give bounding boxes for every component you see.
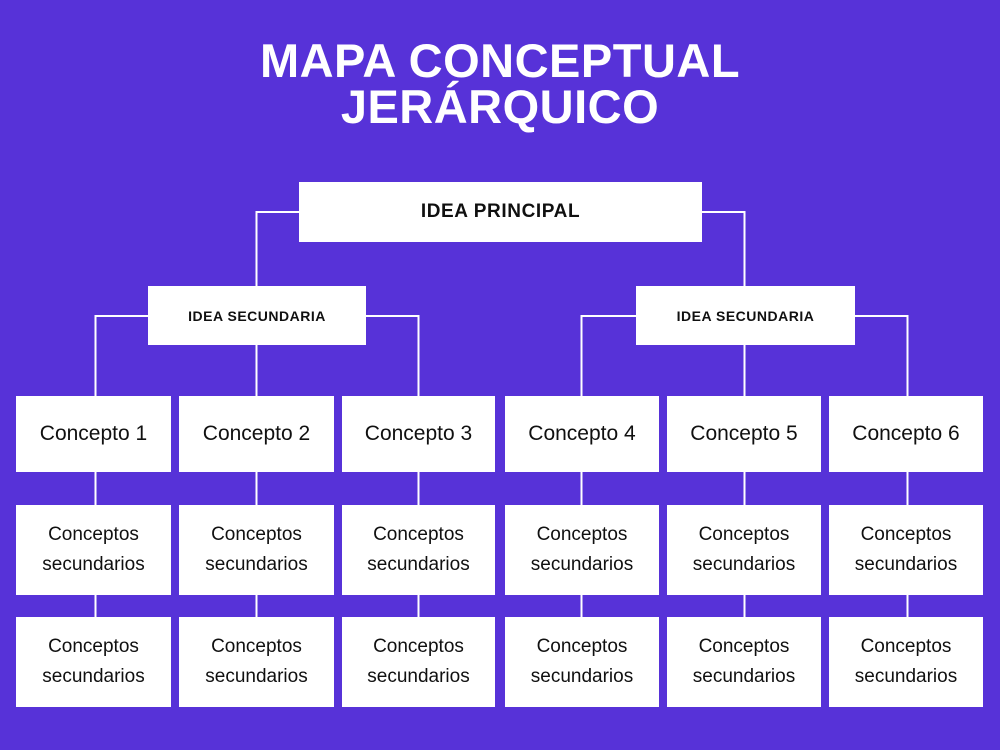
node-sub2-col-1-line-2: secundarios [42,666,145,687]
node-sub1-col-3-line-2: secundarios [367,554,470,575]
node-sub2-col-6[interactable]: Conceptos secundarios [829,617,983,707]
node-sub2-col-1[interactable]: Conceptos secundarios [16,617,171,707]
link-secondary-right-to-concepto-4 [580,314,636,396]
page-title-line-1: MAPA CONCEPTUAL [259,34,741,87]
node-idea-principal[interactable]: IDEA PRINCIPAL [299,182,702,242]
node-concepto-3[interactable]: Concepto 3 [342,396,495,472]
node-sub1-col-1[interactable]: Conceptos secundarios [16,505,171,595]
node-sub2-col-2-line-1: Conceptos [211,636,302,657]
node-sub2-col-4-line-1: Conceptos [536,636,628,657]
node-concepto-5-label: Concepto 5 [690,422,798,445]
node-sub1-col-4-line-2: secundarios [530,554,634,575]
node-sub2-col-5-line-2: secundarios [692,666,796,687]
node-concepto-6-label: Concepto 6 [852,422,960,445]
node-sub1-col-5-line-2: secundarios [692,554,796,575]
node-sub1-col-1-line-2: secundarios [42,554,145,575]
node-sub1-col-2[interactable]: Conceptos secundarios [179,505,334,595]
link-root-to-secondary-left [255,210,299,286]
node-sub2-col-6-line-2: secundarios [854,666,958,687]
node-sub2-col-4-line-2: secundarios [530,666,634,687]
node-sub2-col-1-line-1: Conceptos [48,636,139,657]
node-sub2-col-4[interactable]: Conceptos secundarios [505,617,659,707]
node-concepto-1[interactable]: Concepto 1 [16,396,171,472]
node-sub2-col-6-line-1: Conceptos [860,636,952,657]
node-idea-secundaria-right-label: IDEA SECUNDARIA [676,307,815,324]
node-idea-principal-label: IDEA PRINCIPAL [420,201,581,222]
link-secondary-left-to-concepto-3 [366,314,420,396]
node-sub2-col-5[interactable]: Conceptos secundarios [667,617,821,707]
node-concepto-6[interactable]: Concepto 6 [829,396,983,472]
node-sub2-col-5-line-1: Conceptos [698,636,790,657]
node-concepto-4-label: Concepto 4 [528,422,636,445]
node-concepto-2-label: Concepto 2 [202,422,311,445]
node-idea-secundaria-right[interactable]: IDEA SECUNDARIA [636,286,855,345]
node-sub1-col-2-line-1: Conceptos [211,524,302,545]
node-concepto-4[interactable]: Concepto 4 [505,396,659,472]
link-root-to-secondary-right [702,210,746,286]
node-sub1-col-5[interactable]: Conceptos secundarios [667,505,821,595]
node-sub1-col-2-line-2: secundarios [205,554,308,575]
page-title-line-2: JERÁRQUICO [340,80,660,133]
node-idea-secundaria-left-label: IDEA SECUNDARIA [188,307,326,324]
node-sub1-col-4[interactable]: Conceptos secundarios [505,505,659,595]
page-title: MAPA CONCEPTUAL JERÁRQUICO [0,34,1000,133]
node-sub1-col-6-line-2: secundarios [854,554,958,575]
node-concepto-3-label: Concepto 3 [364,422,473,445]
node-concepto-5[interactable]: Concepto 5 [667,396,821,472]
node-sub1-col-1-line-1: Conceptos [48,524,139,545]
node-sub2-col-2-line-2: secundarios [205,666,308,687]
node-concepto-1-label: Concepto 1 [39,422,148,445]
node-sub2-col-3[interactable]: Conceptos secundarios [342,617,495,707]
link-secondary-right-to-concepto-6 [855,314,909,396]
node-sub2-col-3-line-2: secundarios [367,666,470,687]
node-sub1-col-3-line-1: Conceptos [373,524,464,545]
node-concepto-2[interactable]: Concepto 2 [179,396,334,472]
link-secondary-left-to-concepto-1 [94,314,148,396]
node-sub1-col-6[interactable]: Conceptos secundarios [829,505,983,595]
node-sub1-col-3[interactable]: Conceptos secundarios [342,505,495,595]
node-idea-secundaria-left[interactable]: IDEA SECUNDARIA [148,286,366,345]
node-sub2-col-3-line-1: Conceptos [373,636,464,657]
node-sub1-col-4-line-1: Conceptos [536,524,628,545]
node-sub1-col-6-line-1: Conceptos [860,524,952,545]
node-sub2-col-2[interactable]: Conceptos secundarios [179,617,334,707]
node-sub1-col-5-line-1: Conceptos [698,524,790,545]
